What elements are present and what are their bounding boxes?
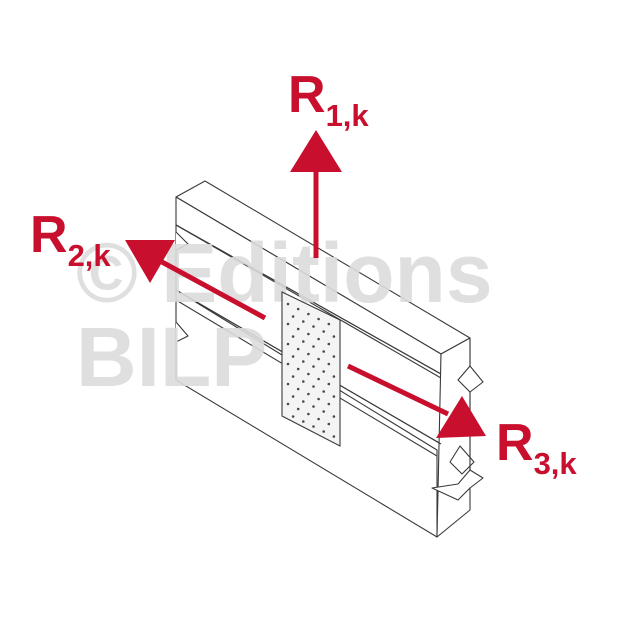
nail-hole (286, 362, 290, 366)
nail-hole (302, 420, 305, 423)
nail-hole (322, 390, 326, 393)
nail-hole (312, 405, 315, 408)
force-arrow-r2-shaft (160, 259, 267, 321)
nail-hole (296, 307, 300, 311)
nail-hole (332, 415, 336, 418)
nail-hole (332, 395, 336, 398)
nail-hole (327, 402, 331, 406)
nail-hole (296, 327, 300, 331)
nail-hole (302, 320, 305, 323)
nail-hole (317, 317, 320, 321)
nail-hole (332, 335, 336, 338)
force-label-r1-letter: R (288, 66, 326, 124)
watermark-line-2: BILP (76, 310, 267, 404)
left-notch-lower (175, 321, 189, 343)
nail-hole (286, 382, 290, 386)
nail-hole (317, 417, 320, 421)
force-label-r2-letter: R (30, 206, 68, 264)
force-label-r2-subscript: 2,k (68, 238, 112, 273)
nail-hole (291, 355, 295, 358)
nail-hole (317, 357, 320, 361)
nail-plate (281, 291, 341, 447)
force-arrow-r3-head (436, 396, 486, 438)
nail-hole (296, 387, 300, 391)
nail-hole (286, 322, 290, 326)
force-arrow-r2 (125, 240, 267, 321)
nail-hole (302, 400, 305, 403)
nail-hole (322, 370, 326, 373)
force-label-r3-letter: R (496, 414, 534, 472)
nail-hole (302, 360, 305, 363)
nail-hole (312, 365, 315, 368)
nail-hole (307, 412, 310, 416)
force-arrow-r3-shaft (346, 363, 450, 417)
force-labels: R1,k R2,k R3,k (30, 66, 577, 481)
nail-hole (286, 302, 290, 306)
nail-hole (327, 362, 331, 366)
nail-hole (291, 415, 295, 418)
nail-hole (307, 332, 310, 336)
nail-hole (296, 347, 300, 351)
nail-hole (322, 430, 326, 433)
nail-hole (317, 337, 320, 341)
right-notch-middle (449, 445, 475, 475)
force-arrow-r3 (346, 363, 486, 438)
nail-hole (332, 375, 336, 378)
force-arrows (125, 130, 486, 438)
nail-hole (312, 425, 315, 428)
right-notch-lower (431, 469, 484, 501)
nail-hole (302, 380, 305, 383)
force-label-r2: R2,k (30, 206, 111, 273)
nail-hole (322, 330, 326, 333)
nail-hole (296, 367, 300, 371)
nail-hole (327, 342, 331, 346)
nail-hole (307, 372, 310, 376)
nail-hole (317, 377, 320, 381)
nail-hole (327, 422, 331, 426)
force-label-r1-subscript: 1,k (326, 98, 370, 133)
nail-hole (332, 355, 336, 358)
force-label-r3-subscript: 3,k (534, 446, 578, 481)
nail-hole (291, 335, 295, 338)
nail-hole (312, 325, 315, 328)
nail-hole (327, 382, 331, 386)
nail-hole (291, 315, 295, 318)
nail-hole (307, 312, 310, 316)
nail-hole (296, 407, 300, 411)
nail-hole (322, 410, 326, 413)
nail-hole (312, 345, 315, 348)
nail-hole (307, 392, 310, 396)
nail-hole (322, 350, 326, 353)
nail-hole (291, 375, 295, 378)
force-label-r3: R3,k (496, 414, 577, 481)
nail-hole (302, 340, 305, 343)
nail-hole (291, 395, 295, 398)
nail-hole (332, 435, 336, 438)
force-arrow-r2-head (125, 240, 175, 283)
nail-plate-holes (286, 302, 336, 438)
nail-hole (286, 342, 290, 346)
nail-hole (327, 322, 331, 326)
left-notch-upper (175, 231, 189, 251)
nail-hole (286, 402, 290, 406)
nail-hole (307, 352, 310, 356)
nail-plate-outline (281, 291, 341, 447)
force-label-r1: R1,k (288, 66, 369, 133)
force-arrow-r1 (290, 130, 342, 258)
nail-hole (317, 397, 320, 401)
force-arrow-r1-head (290, 130, 342, 172)
nail-hole (312, 385, 315, 388)
joint-line-1 (175, 224, 442, 375)
